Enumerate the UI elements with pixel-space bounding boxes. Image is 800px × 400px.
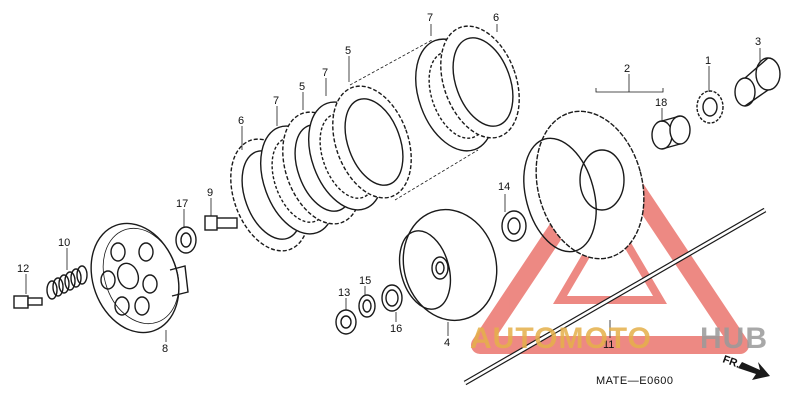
flange-bolt bbox=[13, 295, 43, 309]
collar bbox=[696, 90, 724, 124]
sleeve bbox=[734, 57, 781, 107]
clutch-center bbox=[398, 208, 498, 322]
callout-7a: 7 bbox=[427, 12, 433, 24]
callout-11: 11 bbox=[603, 339, 614, 351]
callout-18: 18 bbox=[655, 97, 667, 109]
front-arrow: FR. bbox=[721, 354, 770, 380]
callout-17: 17 bbox=[176, 198, 188, 210]
push-rod bbox=[463, 207, 767, 386]
washers bbox=[358, 284, 403, 318]
clutch-spring bbox=[46, 265, 88, 300]
needle-bearing bbox=[651, 115, 691, 150]
callout-numbers: 1 2 3 4 5 5 6 6 7 7 7 8 9 10 11 12 13 14… bbox=[17, 12, 761, 355]
callout-8: 8 bbox=[162, 343, 168, 355]
callout-16: 16 bbox=[390, 323, 402, 335]
front-label: FR. bbox=[721, 354, 742, 371]
callout-4: 4 bbox=[444, 337, 450, 349]
callout-6a: 6 bbox=[493, 12, 499, 24]
ball-bearing bbox=[175, 226, 197, 254]
callout-5a: 5 bbox=[345, 45, 351, 57]
callout-1: 1 bbox=[705, 55, 711, 67]
pressure-plate bbox=[90, 222, 189, 334]
clutch-plate-stack bbox=[230, 25, 520, 252]
callout-5b: 5 bbox=[299, 81, 305, 93]
watermark-wordmark: AUTOMOTO HUB bbox=[470, 322, 768, 355]
thrust-washer bbox=[501, 210, 527, 242]
callout-12: 12 bbox=[17, 263, 29, 275]
leader-lines bbox=[25, 24, 761, 342]
lock-nut bbox=[335, 309, 357, 335]
callout-7c: 7 bbox=[273, 95, 279, 107]
callout-10: 10 bbox=[58, 237, 70, 249]
callout-6b: 6 bbox=[238, 115, 244, 127]
callout-15: 15 bbox=[359, 275, 371, 287]
clutch-outer bbox=[523, 110, 645, 260]
callout-14: 14 bbox=[498, 181, 510, 193]
callout-7b: 7 bbox=[322, 67, 328, 79]
watermark-word-a: AUTOMOTO bbox=[470, 322, 652, 355]
callout-9: 9 bbox=[207, 187, 213, 199]
callout-13: 13 bbox=[338, 287, 350, 299]
lifter-piece bbox=[204, 215, 238, 231]
callout-3: 3 bbox=[755, 36, 761, 48]
watermark-word-b: HUB bbox=[700, 322, 768, 355]
arrow-icon bbox=[738, 362, 770, 380]
callout-2: 2 bbox=[624, 63, 630, 75]
diagram-code: MATE—E0600 bbox=[596, 375, 674, 387]
